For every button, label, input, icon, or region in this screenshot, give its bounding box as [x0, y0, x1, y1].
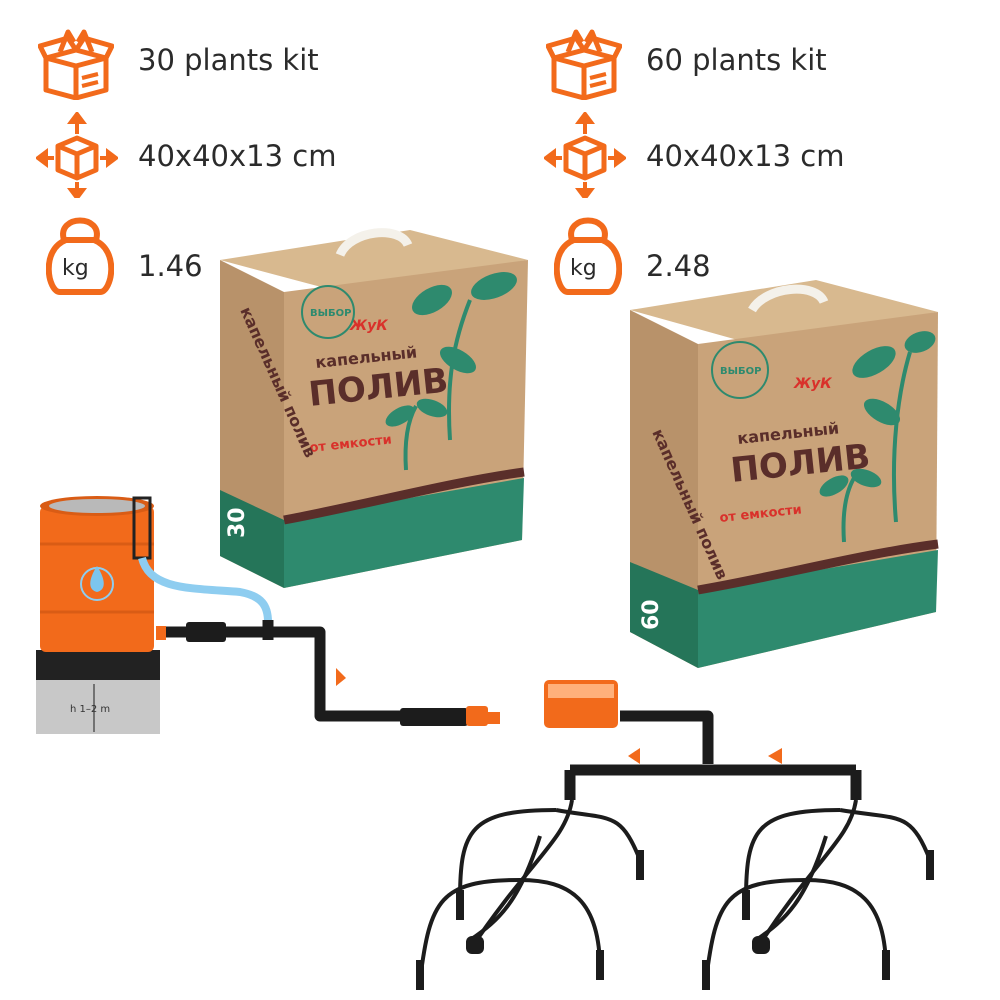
irrigation-diagram: h 1–2 m: [36, 496, 934, 990]
box-30-number: 30: [225, 507, 250, 538]
dimensions-box-icon: [542, 110, 628, 202]
kettlebell-weight-icon: kg: [45, 210, 115, 296]
kit-30-weight-unit: kg: [62, 256, 89, 281]
kit-30-dimensions: 40x40x13 cm: [138, 139, 337, 173]
kit-30-weight: 1.46: [138, 249, 203, 283]
box-30-brand: ЖуК: [349, 318, 388, 334]
dimensions-box-icon: [34, 110, 120, 202]
kit-60-weight-unit: kg: [570, 256, 597, 281]
kit-60-title: 60 plants kit: [646, 43, 827, 77]
box-60-badge: ВЫБОР: [720, 366, 761, 377]
kit-60-dimensions: 40x40x13 cm: [646, 139, 845, 173]
kettlebell-weight-icon: kg: [553, 210, 623, 296]
water-drop-icon: [80, 566, 114, 601]
kit-60-weight: 2.48: [646, 249, 711, 283]
product-box-30: ЖуК капельный ПОЛИВ от емкости ВЫБОР кап…: [220, 228, 528, 588]
box-60-brand: ЖуК: [793, 376, 832, 392]
open-box-icon: [545, 28, 623, 101]
product-box-60: ЖуК капельный ПОЛИВ от емкости ВЫБОР кап…: [630, 280, 939, 668]
open-box-icon: [37, 28, 115, 101]
box-60-number: 60: [639, 599, 664, 630]
kit-30-title: 30 plants kit: [138, 43, 319, 77]
box-30-badge: ВЫБОР: [310, 308, 351, 319]
height-label: h 1–2 m: [70, 704, 110, 715]
ground-block: [36, 680, 160, 734]
